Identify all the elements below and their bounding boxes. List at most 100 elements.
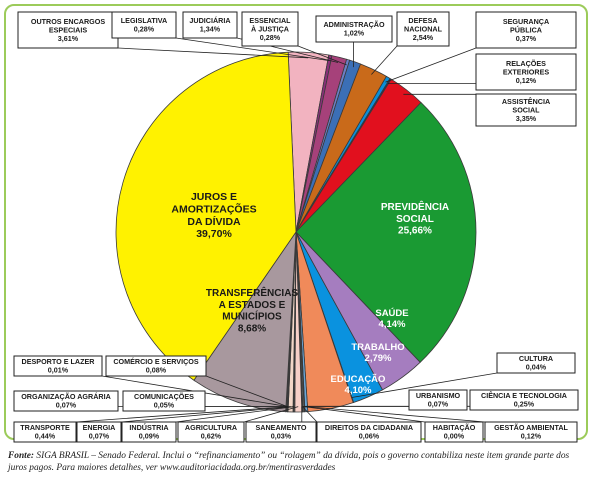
callout-label-assistencia-social: ASSISTÊNCIA — [502, 97, 550, 106]
callout-box-legislativa — [111, 11, 177, 39]
callout-box-defesa-nacional — [396, 11, 450, 47]
callout-label-energia: ENERGIA — [83, 423, 116, 432]
callout-box-saneamento — [245, 421, 317, 443]
inside-label-educacao: EDUCAÇÃO — [331, 374, 386, 385]
leader-gestao-ambiental — [303, 406, 486, 423]
callout-box-habitacao — [424, 421, 484, 443]
leader-defesa-nacional — [371, 45, 398, 75]
callout-label-urbanismo: URBANISMO — [416, 391, 461, 400]
callout-box-assistencia-social — [475, 93, 577, 127]
callout-box-energia — [76, 421, 122, 443]
callout-value-essencial-a-justica: 0,28% — [260, 33, 281, 42]
source-text: SIGA BRASIL – Senado Federal. Inclui o “… — [8, 451, 570, 473]
callout-label-desporto-e-lazer: DESPORTO E LAZER — [22, 357, 96, 366]
callout-value-desporto-e-lazer: 0,01% — [48, 366, 69, 375]
callout-box-cultura — [496, 352, 576, 374]
callout-value-organizacao-agraria: 0,07% — [56, 401, 77, 410]
callout-value-comercio-e-servicos: 0,08% — [146, 366, 167, 375]
callout-value-outros-encargos-especiais: 3,61% — [58, 34, 79, 43]
callout-label-seguranca-publica: SEGURANÇA — [503, 17, 549, 26]
leader-legislativa — [175, 37, 330, 61]
inside-label-juros-e-amortizacoes-da-divida: JUROS E — [191, 191, 237, 203]
callout-label-industria: INDÚSTRIA — [129, 423, 168, 432]
inside-value-juros-e-amortizacoes-da-divida: 39,70% — [196, 228, 232, 240]
callout-box-direitos-da-cidadania — [316, 421, 422, 443]
inside-value-saude: 4,14% — [379, 319, 406, 330]
callout-box-comercio-e-servicos — [105, 355, 207, 377]
leader-direitos-da-cidadania — [302, 406, 318, 423]
inside-label-transferencias-a-estados-e-municipios: A ESTADOS E — [219, 300, 286, 311]
callout-label-transporte: TRANSPORTE — [20, 423, 70, 432]
callout-value-transporte: 0,44% — [35, 432, 56, 441]
callout-value-energia: 0,07% — [89, 432, 110, 441]
callout-label-judiciaria: JUDICIÁRIA — [189, 16, 230, 25]
callout-value-defesa-nacional: 2,54% — [413, 33, 434, 42]
callout-box-seguranca-publica — [475, 11, 577, 49]
callout-label-saneamento: SANEAMENTO — [256, 423, 307, 432]
inside-label-juros-e-amortizacoes-da-divida: AMORTIZAÇÕES — [171, 202, 256, 215]
inside-label-previdencia-social: SOCIAL — [396, 214, 434, 225]
callout-label-assistencia-social: SOCIAL — [512, 105, 540, 114]
leader-transporte — [75, 406, 291, 423]
callout-label-comercio-e-servicos: COMÉRCIO E SERVIÇOS — [113, 357, 199, 366]
callout-label-outros-encargos-especiais: ESPECIAIS — [49, 25, 88, 34]
slice-previdencia-social — [295, 102, 477, 363]
callout-label-legislativa: LEGISLATIVA — [121, 16, 167, 25]
pie-slices — [115, 51, 477, 413]
callout-value-seguranca-publica: 0,37% — [516, 34, 537, 43]
leader-seguranca-publica — [385, 47, 477, 83]
callout-label-relacoes-exteriores: EXTERIORES — [503, 67, 550, 76]
callout-value-ciencia-e-tecnologia: 0,25% — [514, 400, 535, 409]
leader-industria — [175, 406, 295, 423]
callout-value-legislativa: 0,28% — [134, 25, 155, 34]
callout-value-cultura: 0,04% — [526, 363, 547, 372]
inside-value-educacao: 4,10% — [345, 385, 372, 396]
inside-label-juros-e-amortizacoes-da-divida: DA DÍVIDA — [187, 215, 241, 228]
callout-box-organizacao-agraria — [13, 390, 119, 412]
leader-cultura — [351, 372, 498, 398]
leader-outros-encargos-especiais — [117, 47, 309, 59]
callout-box-industria — [121, 421, 177, 443]
callout-box-comunicacoes — [122, 390, 206, 412]
leader-comercio-e-servicos — [205, 375, 287, 407]
callout-label-defesa-nacional: NACIONAL — [404, 24, 443, 33]
callout-label-essencial-a-justica: À JUSTIÇA — [251, 24, 289, 33]
callout-box-desporto-e-lazer — [13, 355, 103, 377]
callout-box-gestao-ambiental — [484, 421, 578, 443]
callout-label-administracao: ADMINISTRAÇÃO — [323, 20, 384, 29]
callout-value-industria: 0,09% — [139, 432, 160, 441]
source-prefix: Fonte: — [8, 451, 35, 461]
inside-value-transferencias-a-estados-e-municipios: 8,68% — [238, 323, 266, 334]
callout-box-ciencia-e-tecnologia — [469, 389, 579, 411]
source-note: Fonte: SIGA BRASIL – Senado Federal. Inc… — [8, 450, 588, 474]
inside-label-previdencia-social: PREVIDÊNCIA — [381, 200, 449, 213]
inside-value-trabalho: 2,79% — [365, 353, 392, 364]
callout-value-gestao-ambiental: 0,12% — [521, 432, 542, 441]
callout-value-administracao: 1,02% — [344, 29, 365, 38]
leader-agricultura — [243, 406, 299, 423]
callout-label-outros-encargos-especiais: OUTROS ENCARGOS — [31, 17, 105, 26]
inside-value-previdencia-social: 25,66% — [398, 226, 432, 237]
leader-energia — [120, 406, 294, 423]
callout-label-agricultura: AGRICULTURA — [185, 423, 237, 432]
callout-box-administracao — [315, 15, 393, 43]
callout-value-judiciaria: 1,34% — [200, 25, 221, 34]
callout-label-relacoes-exteriores: RELAÇÕES — [506, 59, 546, 68]
callout-box-judiciaria — [182, 11, 238, 39]
inside-label-trabalho: TRABALHO — [351, 342, 404, 353]
leader-habitacao — [302, 406, 426, 423]
callout-label-direitos-da-cidadania: DIREITOS DA CIDADANIA — [325, 423, 413, 432]
inside-label-transferencias-a-estados-e-municipios: TRANSFERÊNCIAS — [206, 286, 299, 299]
callout-value-assistencia-social: 3,35% — [516, 114, 537, 123]
callout-box-essencial-a-justica — [241, 11, 299, 47]
callout-label-ciencia-e-tecnologia: CIÊNCIA E TECNOLOGIA — [481, 391, 567, 400]
callout-box-relacoes-exteriores — [475, 53, 577, 91]
leader-essencial-a-justica — [297, 45, 347, 66]
callout-label-defesa-nacional: DEFESA — [408, 16, 437, 25]
callout-value-direitos-da-cidadania: 0,06% — [359, 432, 380, 441]
callout-box-agricultura — [177, 421, 245, 443]
callout-value-saneamento: 0,03% — [271, 432, 292, 441]
